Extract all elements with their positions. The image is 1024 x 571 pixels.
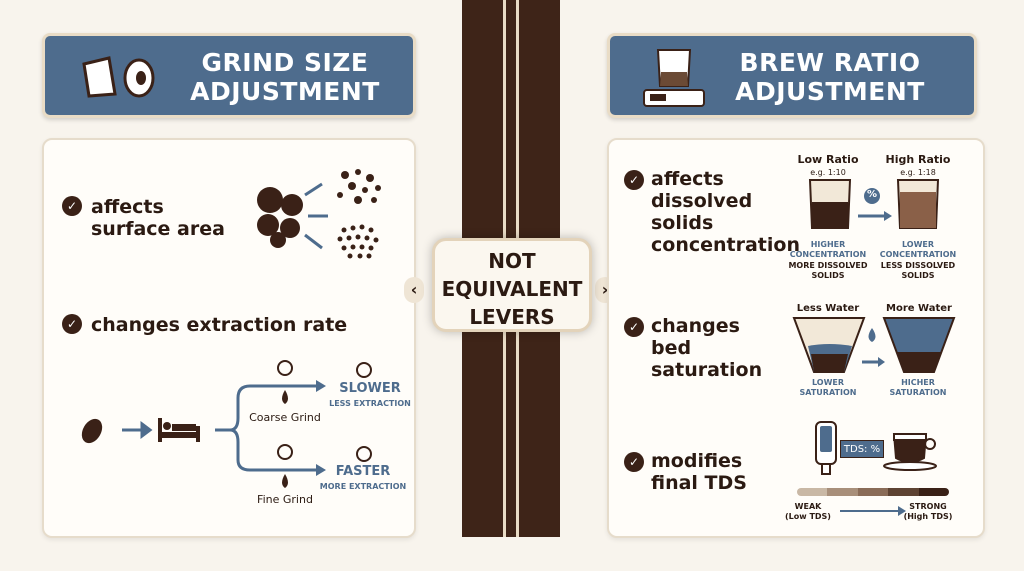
slower-label: SLOWER (339, 381, 401, 396)
not-equivalent-badge: NOT EQUIVALENT LEVERS (432, 238, 592, 332)
point-extraction-rate: changes extraction rate (91, 314, 348, 336)
low-ratio-example: e.g. 1:10 (810, 168, 846, 177)
low-ratio-label: Low Ratio (797, 153, 859, 166)
point-surface-area: affects surface area (91, 196, 225, 240)
point-text: saturation (651, 359, 763, 381)
coffee-bean-icon (81, 418, 103, 444)
header-title-line2: ADJUSTMENT (190, 77, 380, 106)
label-line: LESS DISSOLVED (880, 261, 956, 270)
coffee-cup-icon (883, 433, 937, 471)
check-icon: ✓ (62, 196, 82, 216)
more-extraction-label: MORE EXTRACTION (319, 482, 407, 491)
fine-grind-label: Fine Grind (257, 493, 313, 506)
point-text: affects (91, 196, 164, 218)
header-title-line1: GRIND SIZE (201, 48, 369, 77)
percent-badge: % (866, 189, 878, 200)
label-line: CONCENTRATION (789, 250, 867, 259)
tds-readout: TDS: % (840, 440, 884, 458)
grinder-burrs-icon (82, 56, 155, 98)
header-title-line1: BREW RATIO (739, 48, 921, 77)
tds-meter-and-cup (815, 421, 937, 475)
weak-label: WEAK(Low TDS) (780, 502, 836, 522)
label-line: STRONG (909, 502, 947, 511)
tds-scale-segment (888, 488, 919, 496)
tds-scale-segment (918, 488, 949, 496)
point-final-tds: modifies final TDS (651, 450, 747, 494)
label-line: WEAK (794, 502, 822, 511)
high-ratio-example: e.g. 1:18 (900, 168, 936, 177)
label-line: SOLIDS (901, 271, 935, 280)
label-line: SATURATION (889, 388, 947, 397)
label-line: LOWER (811, 378, 845, 387)
dripper-diagram (792, 317, 956, 373)
point-text: concentration (651, 234, 800, 256)
grind-size-header: GRIND SIZE ADJUSTMENT (42, 33, 416, 118)
more-water-label: More Water (886, 303, 952, 314)
less-water-label: Less Water (796, 303, 860, 314)
point-text: surface area (91, 218, 225, 240)
label-line: LOWER (901, 240, 935, 249)
point-dissolved-solids: affects dissolved solids concentration (651, 168, 800, 256)
label-line: HIGHER (810, 240, 846, 249)
faster-label: FASTER (335, 464, 391, 479)
point-text: modifies (651, 450, 743, 472)
label-line: MORE DISSOLVED (788, 261, 868, 270)
badge-line: NOT (488, 249, 536, 273)
label-line: (High TDS) (903, 512, 953, 521)
check-icon: ✓ (624, 452, 644, 472)
check-icon: ✓ (624, 170, 644, 190)
brew-ratio-header: BREW RATIO ADJUSTMENT (607, 33, 977, 118)
less-extraction-label: LESS EXTRACTION (329, 399, 411, 408)
beaker-scale-icon (643, 49, 705, 107)
previous-chevron-icon[interactable]: ‹ (404, 277, 424, 303)
high-ratio-label: High Ratio (885, 153, 951, 166)
point-bed-saturation: changes bed saturation (651, 315, 762, 381)
label-line: (Low TDS) (785, 512, 831, 521)
strong-label: STRONG(High TDS) (900, 502, 956, 522)
point-text: affects (651, 168, 724, 190)
stopwatch-icons (356, 362, 372, 462)
label-line: SATURATION (799, 388, 857, 397)
tds-strength-scale (797, 488, 949, 496)
beakers-diagram (808, 179, 940, 229)
badge-line: EQUIVALENT (441, 277, 583, 301)
label-line: CONCENTRATION (879, 250, 957, 259)
point-text: dissolved (651, 190, 753, 212)
bed-icon (158, 418, 200, 442)
tds-scale-segment (857, 488, 889, 496)
particles-diagram (257, 169, 381, 259)
check-icon: ✓ (624, 317, 644, 337)
label-line: HICHER (901, 378, 935, 387)
header-title-line2: ADJUSTMENT (735, 77, 925, 106)
coarse-grind-label: Coarse Grind (249, 411, 321, 424)
check-icon: ✓ (62, 314, 82, 334)
tds-scale-segment (827, 488, 858, 496)
grind-size-panel (42, 138, 416, 538)
weak-to-strong-arrow (840, 506, 906, 516)
badge-line: LEVERS (469, 305, 555, 329)
label-line: SOLIDS (811, 271, 845, 280)
tds-scale-segment (797, 488, 828, 496)
point-text: changes (651, 315, 740, 337)
point-text: bed (651, 337, 692, 359)
point-text: solids (651, 212, 714, 234)
point-text: final TDS (651, 472, 747, 494)
extraction-flow-diagram (81, 360, 326, 488)
